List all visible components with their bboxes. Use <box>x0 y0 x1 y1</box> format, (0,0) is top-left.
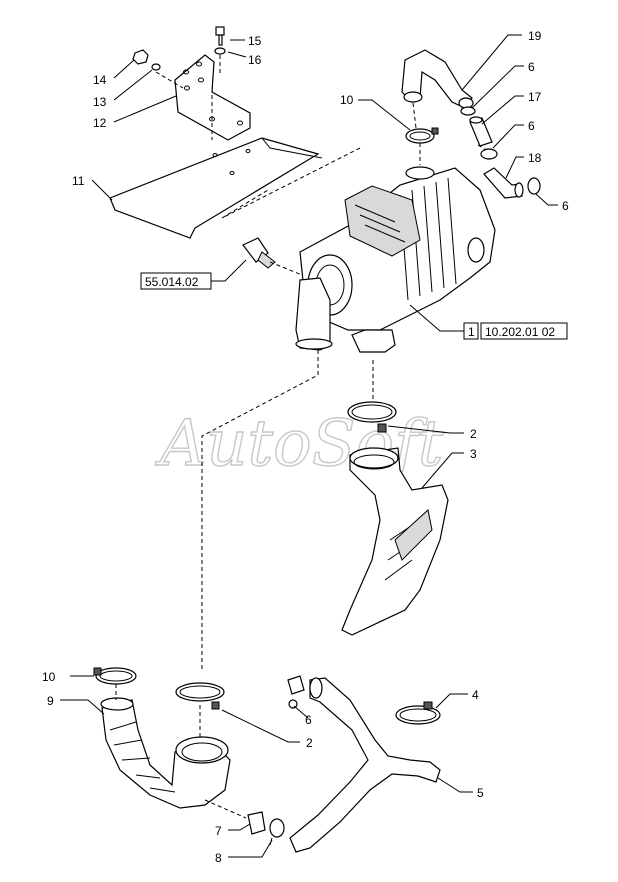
clamp-6-b <box>480 148 498 160</box>
intake-duct-3 <box>341 447 449 636</box>
callout-10-upper: 10 <box>340 93 354 107</box>
callout-2-upper: 2 <box>470 427 477 441</box>
callout-6-c: 6 <box>562 199 569 213</box>
elbow-hose-19 <box>401 49 474 109</box>
clamp-2-upper <box>347 401 397 433</box>
pipe-17 <box>469 116 493 147</box>
clamp-10-upper <box>405 127 439 144</box>
callout-18: 18 <box>528 151 542 165</box>
fitting-7 <box>247 811 266 835</box>
elbow-18 <box>483 167 524 199</box>
clamp-2-lower <box>175 682 225 710</box>
callout-13: 13 <box>93 95 107 109</box>
callout-6-b: 6 <box>528 119 535 133</box>
callout-19: 19 <box>528 29 542 43</box>
callout-4: 4 <box>472 688 479 702</box>
nut-14 <box>132 49 149 65</box>
callout-2-lower: 2 <box>306 736 313 750</box>
washer-16 <box>214 47 226 55</box>
callout-9: 9 <box>47 694 54 708</box>
elbow-hose-9 <box>100 697 231 809</box>
mounting-plate-11 <box>109 137 323 239</box>
callout-17: 17 <box>528 90 542 104</box>
clamp-6-c <box>527 177 541 195</box>
reference-10-label: 10.202.01 02 <box>485 325 555 339</box>
clamp-8 <box>269 818 285 846</box>
reference-55-label: 55.014.02 <box>145 275 199 289</box>
hose-5 <box>289 677 441 853</box>
leader-lines <box>60 34 558 858</box>
pressure-sensor <box>242 237 276 269</box>
clamp-4 <box>395 701 441 725</box>
air-filter-housing <box>295 166 496 353</box>
clamp-6-d <box>287 675 305 709</box>
callout-7: 7 <box>215 824 222 838</box>
callout-8: 8 <box>215 851 222 865</box>
callout-5: 5 <box>477 786 484 800</box>
reference-box-10[interactable]: 1 10.202.01 02 <box>463 322 568 340</box>
callout-10-lower: 10 <box>42 670 56 684</box>
washer-13 <box>151 63 161 71</box>
callout-14: 14 <box>93 73 107 87</box>
callout-15: 15 <box>248 34 262 48</box>
callout-12: 12 <box>93 116 107 130</box>
reference-box-55[interactable]: 55.014.02 <box>140 272 212 290</box>
clamp-6-a <box>460 106 476 116</box>
callout-11: 11 <box>72 174 85 188</box>
callout-3: 3 <box>470 447 477 461</box>
callout-6-d: 6 <box>305 713 312 727</box>
clamp-10-lower <box>93 667 137 685</box>
callout-labels: 15 16 14 13 12 11 10 19 6 17 6 18 6 2 3 … <box>42 29 569 865</box>
callout-6-a: 6 <box>528 60 535 74</box>
screw-15 <box>215 26 225 46</box>
reference-10-index: 1 <box>468 325 475 339</box>
callout-16: 16 <box>248 53 262 67</box>
